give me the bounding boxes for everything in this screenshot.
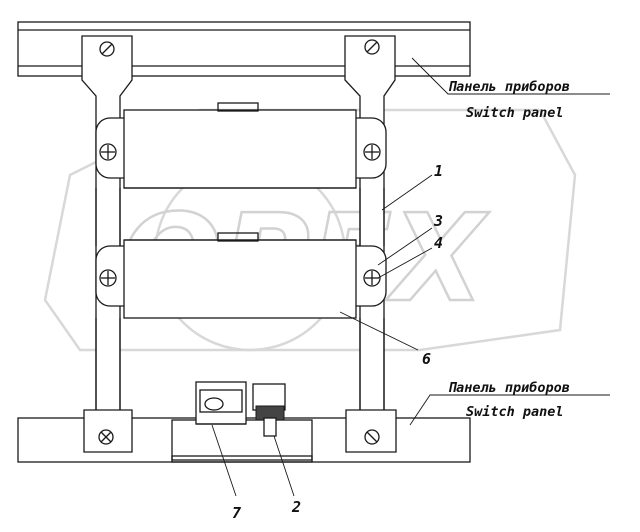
upper-switch-block [95, 102, 387, 189]
lower-switch-block [95, 232, 387, 319]
top-caption-en: Switch panel [466, 105, 564, 121]
callout-2: 2 [291, 498, 301, 516]
left-bracket-foot [83, 409, 133, 453]
callout-4: 4 [434, 234, 443, 252]
screw-icon [363, 269, 381, 287]
bottom-caption-ru: Панель приборов [448, 380, 570, 396]
screw-icon [99, 143, 117, 161]
caption-leaders [409, 57, 610, 426]
screw-icon [99, 41, 115, 57]
callout-7: 7 [232, 504, 241, 522]
screw-icon [363, 143, 381, 161]
callout-6: 6 [422, 350, 431, 368]
clamp-nut [252, 383, 286, 437]
callout-1: 1 [434, 162, 443, 180]
callout-3: 3 [433, 212, 443, 230]
screw-icon [364, 39, 380, 55]
indicator-lamp [195, 381, 247, 425]
screw-icon [99, 269, 117, 287]
bottom-caption-en: Switch panel [466, 404, 564, 420]
callout-leaders [211, 174, 433, 497]
right-bracket-foot [345, 409, 397, 453]
top-caption-ru: Панель приборов [448, 79, 570, 95]
